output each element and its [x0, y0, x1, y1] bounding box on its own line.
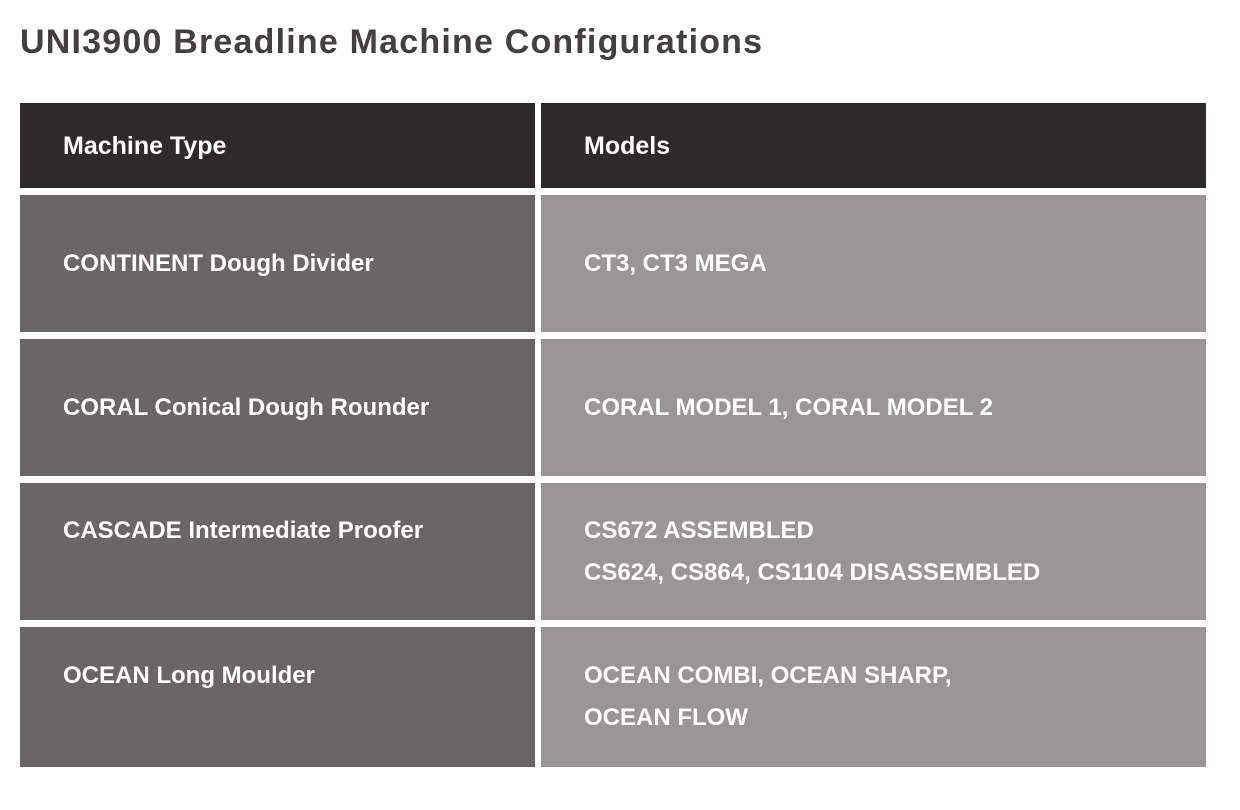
models-value-line: CS624, CS864, CS1104 DISASSEMBLED — [584, 558, 1041, 586]
table-row-models: CS672 ASSEMBLED CS624, CS864, CS1104 DIS… — [541, 483, 1206, 620]
models-value-line: CS672 ASSEMBLED — [584, 516, 814, 544]
machine-type-value: CASCADE Intermediate Proofer — [63, 516, 424, 544]
page: UNI3900 Breadline Machine Configurations… — [20, 23, 1206, 767]
models-value-line: OCEAN FLOW — [584, 704, 748, 731]
machine-type-value: OCEAN Long Moulder — [63, 662, 315, 689]
table-row-machine-type: OCEAN Long Moulder — [20, 627, 535, 767]
table-row-models: CORAL MODEL 1, CORAL MODEL 2 — [541, 339, 1206, 476]
table-row-machine-type: CASCADE Intermediate Proofer — [20, 483, 535, 620]
machine-type-value: CORAL Conical Dough Rounder — [63, 393, 430, 421]
table-row-models: OCEAN COMBI, OCEAN SHARP, OCEAN FLOW — [541, 627, 1206, 767]
table-row-machine-type: CORAL Conical Dough Rounder — [20, 339, 535, 476]
table-row-models: CT3, CT3 MEGA — [541, 195, 1206, 332]
alignment-spacer — [63, 552, 515, 594]
page-title: UNI3900 Breadline Machine Configurations — [20, 23, 764, 61]
models-value-line: CORAL MODEL 1, CORAL MODEL 2 — [584, 393, 993, 421]
column-header-models-label: Models — [584, 131, 671, 160]
alignment-spacer — [63, 697, 515, 739]
machine-type-value: CONTINENT Dough Divider — [63, 249, 374, 277]
column-header-machine-type: Machine Type — [20, 103, 535, 188]
column-header-machine-type-label: Machine Type — [63, 131, 227, 160]
models-value-line: CT3, CT3 MEGA — [584, 249, 767, 277]
table-row-machine-type: CONTINENT Dough Divider — [20, 195, 535, 332]
column-header-models: Models — [541, 103, 1206, 188]
models-value-line: OCEAN COMBI, OCEAN SHARP, — [584, 662, 952, 689]
machine-configurations-table: Machine Type Models CONTINENT Dough Divi… — [20, 103, 1206, 767]
